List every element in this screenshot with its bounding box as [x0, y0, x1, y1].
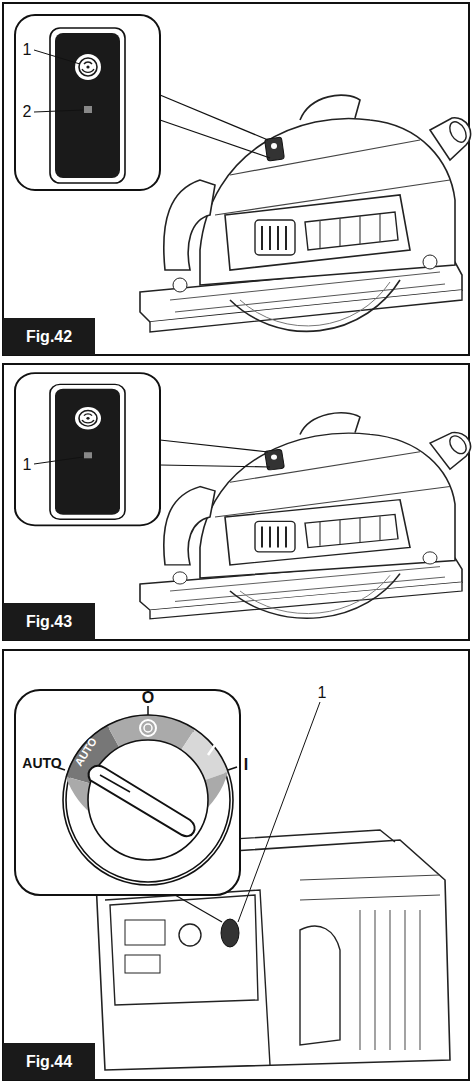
mode-label: AUTO	[22, 756, 61, 770]
figure-number: Fig.42	[26, 329, 72, 345]
callout-number: 2	[23, 104, 32, 120]
mode-label: O	[142, 690, 154, 706]
mode-label: I	[244, 757, 248, 773]
callout-number: 1	[23, 457, 32, 473]
figure-number: Fig.43	[26, 614, 72, 630]
figure-number: Fig.44	[26, 1054, 72, 1070]
callout-number: 1	[318, 685, 327, 701]
callout-number: 1	[23, 42, 32, 58]
